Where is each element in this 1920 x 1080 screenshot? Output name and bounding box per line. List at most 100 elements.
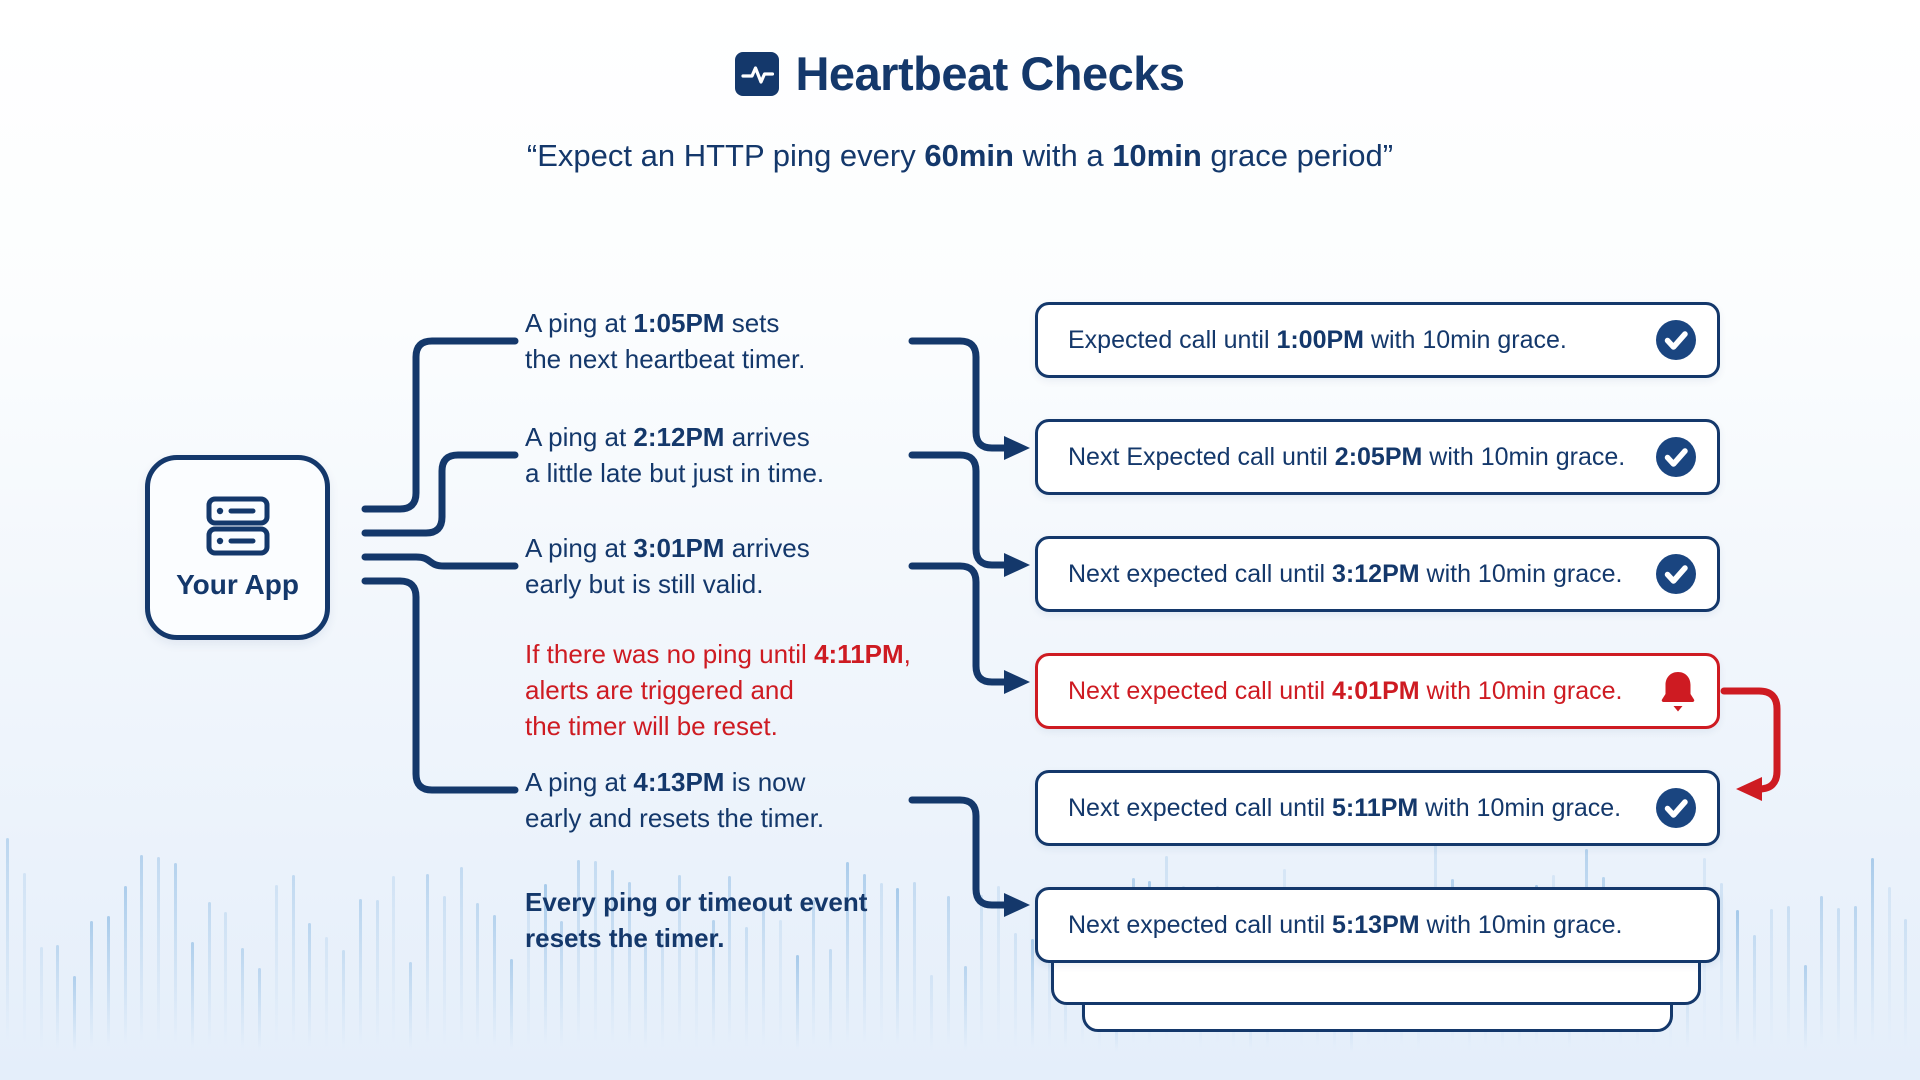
annotation-text: Every ping or timeout event resets the t… bbox=[525, 887, 868, 953]
arrow-timeout-reset bbox=[1720, 687, 1781, 801]
waveform-bar bbox=[829, 949, 833, 1058]
waveform-bar bbox=[342, 949, 345, 1058]
waveform-bar bbox=[22, 872, 26, 1058]
annotation-text: arrives a little late but just in time. bbox=[525, 422, 825, 488]
waveform-bar bbox=[694, 942, 698, 1058]
waveform-bar bbox=[930, 974, 933, 1058]
page-title: Heartbeat Checks bbox=[795, 47, 1185, 100]
subtitle-text: grace period” bbox=[1201, 138, 1394, 173]
waveform-bar bbox=[39, 947, 43, 1058]
annotation-time: 3:01PM bbox=[633, 533, 725, 563]
waveform-bar bbox=[442, 896, 446, 1058]
waveform-bar bbox=[291, 875, 295, 1058]
waveform-bar bbox=[795, 955, 799, 1058]
event-card-3: Next expected call until 3:12PM with 10m… bbox=[1035, 536, 1720, 612]
annotation-text: is now early and resets the timer. bbox=[525, 767, 825, 833]
event-text: Next Expected call until 2:05PM with 10m… bbox=[1068, 443, 1625, 472]
event-text-part: with 10min grace. bbox=[1418, 793, 1622, 822]
waveform-bar bbox=[6, 838, 9, 1058]
bracket-app-to-ping1 bbox=[361, 337, 519, 513]
subtitle-grace: 10min bbox=[1112, 138, 1202, 173]
waveform-bar bbox=[1719, 883, 1723, 1058]
waveform-bar bbox=[644, 942, 648, 1058]
event-card-1: Expected call until 1:00PM with 10min gr… bbox=[1035, 302, 1720, 378]
check-icon bbox=[1655, 319, 1697, 361]
waveform-bar bbox=[1837, 908, 1841, 1058]
subtitle: “Expect an HTTP ping every 60min with a … bbox=[0, 138, 1920, 174]
annotation-text: arrives early but is still valid. bbox=[525, 533, 810, 599]
event-text-part: with 10min grace. bbox=[1419, 676, 1623, 705]
waveform-bar bbox=[997, 885, 1001, 1058]
subtitle-text: “Expect an HTTP ping every bbox=[526, 138, 925, 173]
waveform-bar bbox=[190, 942, 194, 1058]
waveform-bar bbox=[123, 885, 127, 1058]
waveform-bar bbox=[963, 965, 967, 1058]
waveform-bar bbox=[409, 961, 413, 1058]
event-card-6: Next expected call until 5:13PM with 10m… bbox=[1035, 887, 1720, 963]
alert-bell-icon bbox=[1659, 669, 1697, 713]
waveform-bar bbox=[140, 855, 144, 1058]
bracket-app-to-ping2 bbox=[361, 451, 519, 537]
your-app-box: Your App bbox=[145, 455, 330, 640]
event-text-part: with 10min grace. bbox=[1422, 442, 1626, 471]
event-text-part: with 10min grace. bbox=[1364, 325, 1567, 354]
waveform-bar bbox=[90, 920, 93, 1058]
check-icon bbox=[1655, 436, 1697, 478]
waveform-bar bbox=[375, 900, 379, 1058]
check-icon bbox=[1655, 787, 1697, 829]
annotation-ping-3: A ping at 3:01PM arrives early but is st… bbox=[525, 530, 945, 602]
annotation-summary: Every ping or timeout event resets the t… bbox=[525, 884, 945, 956]
waveform-bar bbox=[73, 975, 77, 1058]
waveform-bar bbox=[1820, 895, 1824, 1058]
event-time: 4:01PM bbox=[1332, 676, 1420, 705]
waveform-bar bbox=[1904, 918, 1908, 1058]
annotation-time: 4:11PM bbox=[814, 639, 904, 669]
waveform-bar bbox=[392, 876, 396, 1058]
event-text-part: Next Expected call until bbox=[1068, 442, 1335, 471]
waveform-bar bbox=[1014, 933, 1017, 1058]
waveform-bar bbox=[258, 967, 261, 1058]
event-card-2: Next Expected call until 2:05PM with 10m… bbox=[1035, 419, 1720, 495]
waveform-bar bbox=[358, 898, 362, 1058]
annotation-ping-4: A ping at 4:13PM is now early and resets… bbox=[525, 764, 945, 836]
event-text-part: Next expected call until bbox=[1068, 676, 1333, 705]
event-text-part: with 10min grace. bbox=[1419, 559, 1623, 588]
waveform-bar bbox=[1770, 908, 1773, 1058]
app-label: Your App bbox=[176, 568, 299, 600]
waveform-bar bbox=[1887, 887, 1891, 1058]
waveform-bar bbox=[308, 923, 312, 1058]
annotation-text: sets the next heartbeat timer. bbox=[525, 308, 806, 374]
waveform-bar bbox=[106, 916, 110, 1058]
event-card-5: Next expected call until 5:11PM with 10m… bbox=[1035, 770, 1720, 846]
annotation-text: A ping at bbox=[525, 533, 634, 563]
server-icon bbox=[206, 496, 269, 555]
event-text: Next expected call until 5:11PM with 10m… bbox=[1068, 794, 1621, 823]
event-text-part: Next expected call until bbox=[1068, 793, 1333, 822]
annotation-time: 2:12PM bbox=[633, 422, 725, 452]
subtitle-interval: 60min bbox=[924, 138, 1014, 173]
waveform-bar bbox=[1786, 905, 1790, 1058]
waveform-bar bbox=[1803, 965, 1807, 1058]
annotation-ping-2: A ping at 2:12PM arrives a little late b… bbox=[525, 419, 945, 491]
waveform-bar bbox=[325, 937, 329, 1058]
annotation-timeout: If there was no ping until 4:11PM, alert… bbox=[525, 636, 945, 744]
waveform-bar bbox=[493, 914, 497, 1058]
waveform-bar bbox=[980, 894, 984, 1058]
waveform-bar bbox=[510, 959, 513, 1058]
waveform-bar bbox=[1870, 858, 1874, 1058]
waveform-bar bbox=[274, 885, 278, 1058]
waveform-bar bbox=[157, 857, 161, 1058]
bracket-app-to-ping4 bbox=[361, 577, 519, 794]
event-time: 5:11PM bbox=[1332, 793, 1419, 822]
waveform-bar bbox=[207, 902, 211, 1058]
event-text-part: with 10min grace. bbox=[1419, 910, 1623, 939]
waveform-bar bbox=[426, 873, 429, 1058]
event-time: 3:12PM bbox=[1332, 559, 1420, 588]
annotation-time: 4:13PM bbox=[633, 767, 725, 797]
event-time: 2:05PM bbox=[1334, 442, 1423, 471]
annotation-text: If there was no ping until bbox=[525, 639, 815, 669]
annotation-ping-1: A ping at 1:05PM sets the next heartbeat… bbox=[525, 305, 945, 377]
event-text-part: Expected call until bbox=[1068, 325, 1277, 354]
waveform-bar bbox=[459, 867, 463, 1058]
